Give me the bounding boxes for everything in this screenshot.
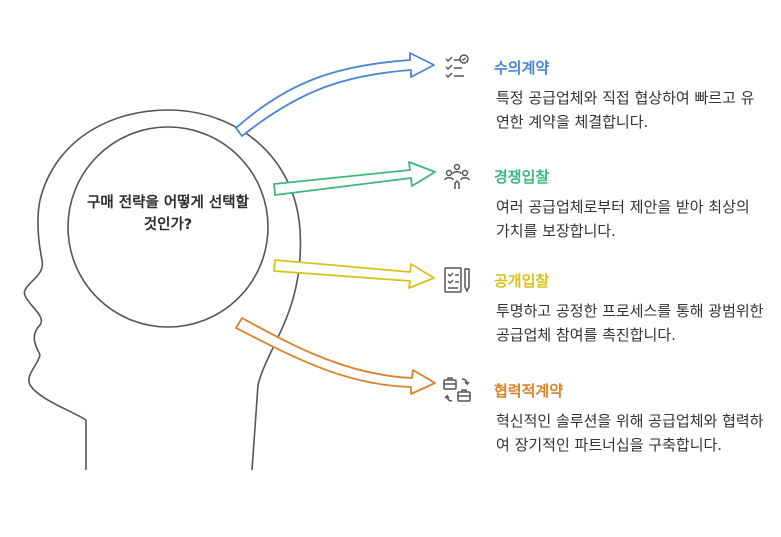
option-description: 여러 공급업체로부터 제안을 받아 최상의 가치를 보장합니다. [496, 198, 750, 240]
clipboard-pen-icon [442, 265, 472, 295]
option-title: 협력적계약 [494, 381, 564, 400]
center-question: 구매 전략을 어떻게 선택할 것인가? [87, 195, 249, 233]
option-title: 경쟁입찰 [494, 167, 550, 186]
option-open-bid: 공개입찰 투명하고 공정한 프로세스를 통해 광범위한 공급업체 참여를 촉진합… [442, 263, 772, 347]
option-title: 수의계약 [494, 58, 550, 77]
option-description: 혁신적인 솔루션을 위해 공급업체와 협력하여 장기적인 파트너십을 구축합니다… [496, 412, 764, 454]
option-title: 공개입찰 [494, 271, 550, 290]
arrow-open-bid [273, 259, 435, 289]
option-direct-contract: 수의계약 특정 공급업체와 직접 협상하여 빠르고 유연한 계약을 체결합니다. [442, 50, 772, 134]
option-competitive-bid: 경쟁입찰 여러 공급업체로부터 제안을 받아 최상의 가치를 보장합니다. [442, 159, 772, 243]
head-silhouette [23, 109, 302, 471]
arrow-direct-contract [235, 52, 435, 137]
checklist-icon [442, 52, 472, 82]
arrow-cooperative-contract [235, 317, 436, 395]
people-group-icon [442, 161, 472, 191]
option-cooperative-contract: 협력적계약 혁신적인 솔루션을 위해 공급업체와 협력하여 장기적인 파트너십을… [442, 373, 772, 457]
option-description: 투명하고 공정한 프로세스를 통해 광범위한 공급업체 참여를 촉진합니다. [496, 302, 764, 344]
question-circle [67, 126, 269, 328]
briefcase-exchange-icon [442, 375, 472, 405]
option-description: 특정 공급업체와 직접 협상하여 빠르고 유연한 계약을 체결합니다. [496, 89, 755, 131]
arrow-competitive-bid [273, 161, 436, 196]
